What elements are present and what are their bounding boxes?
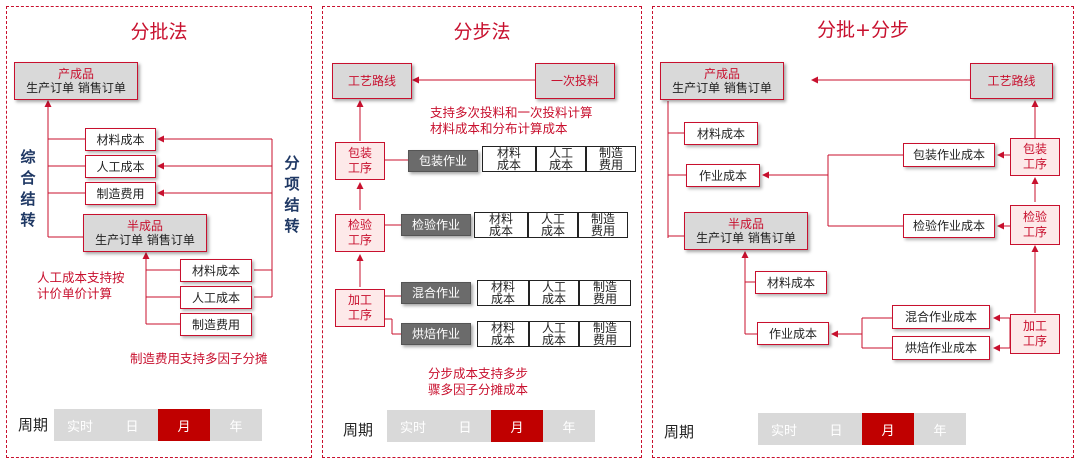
period-option-day[interactable]: 日 (106, 409, 158, 441)
cell-expense: 制造费用 (578, 212, 628, 238)
step-packaging: 包装工序 (1010, 138, 1060, 176)
period-option-realtime[interactable]: 实时 (54, 409, 106, 441)
period-option-year[interactable]: 年 (914, 413, 966, 445)
cell-labor: 人工成本 (528, 212, 578, 238)
semi-material-cost-box: 材料成本 (180, 259, 252, 282)
comprehensive-transfer-label: 综合 结转 (20, 148, 36, 229)
cell-material: 材料成本 (474, 212, 528, 238)
cell-material: 材料成本 (477, 321, 529, 347)
inspection-job-cost-box: 检验作业成本 (903, 214, 995, 238)
activity-cost-box: 作业成本 (686, 164, 760, 187)
panel-title: 分批法 (130, 21, 188, 43)
period-option-month[interactable]: 月 (862, 413, 914, 445)
material-cost-box: 材料成本 (85, 128, 156, 151)
finished-goods-title: 产成品 (57, 67, 94, 81)
step-inspection: 检验工序 (1010, 205, 1060, 245)
process-route-box: 工艺路线 (970, 63, 1053, 99)
step-packaging: 包装工序 (335, 142, 385, 180)
job-packaging: 包装作业 (408, 150, 478, 172)
finished-goods-orders: 生产订单 销售订单 (26, 81, 126, 95)
semi-activity-cost-box: 作业成本 (757, 322, 829, 345)
process-route-box: 工艺路线 (332, 63, 412, 99)
finished-goods-box: 产成品 生产订单 销售订单 (14, 62, 138, 100)
semi-labor-cost-box: 人工成本 (180, 286, 252, 309)
period-option-realtime[interactable]: 实时 (758, 413, 810, 445)
manufacturing-expense-box: 制造费用 (85, 182, 156, 205)
single-feed-box: 一次投料 (535, 63, 615, 99)
step-note: 分步成本支持多步骤多因子分摊成本 (428, 366, 529, 397)
cell-expense: 制造费用 (579, 321, 631, 347)
panel-step-method: 分步法 (322, 6, 642, 458)
packaging-job-cost-box: 包装作业成本 (903, 143, 995, 167)
panel-batch-step-method: 分批+分步 (652, 6, 1074, 458)
step-processing: 加工工序 (1010, 314, 1060, 354)
cell-labor: 人工成本 (529, 280, 579, 306)
period-label: 周期 (664, 423, 695, 441)
period-label: 周期 (343, 421, 374, 439)
semi-finished-box: 半成品 生产订单 销售订单 (83, 214, 207, 252)
period-label: 周期 (18, 416, 49, 434)
cell-expense: 制造费用 (579, 280, 631, 306)
labor-cost-box: 人工成本 (85, 155, 156, 178)
cell-labor: 人工成本 (529, 321, 579, 347)
semi-finished-box: 半成品 生产订单 销售订单 (684, 212, 808, 250)
panel-batch-method: 分批法 (6, 6, 312, 458)
cell-material: 材料成本 (482, 146, 536, 172)
period-option-year[interactable]: 年 (210, 409, 262, 441)
panel-title: 分批+分步 (817, 19, 909, 41)
job-inspection: 检验作业 (401, 214, 471, 236)
period-option-month[interactable]: 月 (491, 410, 543, 442)
step-processing: 加工工序 (335, 289, 385, 327)
semi-material-cost-box: 材料成本 (755, 271, 827, 294)
job-mixing: 混合作业 (401, 282, 471, 304)
cell-expense: 制造费用 (586, 146, 636, 172)
manufacturing-note: 制造费用支持多因子分摊 (130, 351, 268, 366)
period-option-month[interactable]: 月 (158, 409, 210, 441)
job-baking: 烘焙作业 (401, 323, 471, 345)
baking-job-cost-box: 烘焙作业成本 (892, 336, 990, 360)
mixing-job-cost-box: 混合作业成本 (892, 305, 990, 329)
step-inspection: 检验工序 (335, 214, 385, 252)
cell-material: 材料成本 (477, 280, 529, 306)
material-cost-box: 材料成本 (684, 122, 758, 145)
period-option-year[interactable]: 年 (543, 410, 595, 442)
period-option-day[interactable]: 日 (810, 413, 862, 445)
panel-title: 分步法 (453, 21, 511, 43)
cell-labor: 人工成本 (536, 146, 586, 172)
period-option-day[interactable]: 日 (439, 410, 491, 442)
semi-manufacturing-expense-box: 制造费用 (180, 313, 252, 336)
semi-finished-orders: 生产订单 销售订单 (95, 233, 195, 247)
itemized-transfer-label: 分项 结转 (284, 154, 300, 235)
period-option-realtime[interactable]: 实时 (387, 410, 439, 442)
labor-note: 人工成本支持按计价单价计算 (37, 270, 125, 301)
feed-note: 支持多次投料和一次投料计算材料成本和分布计算成本 (430, 105, 593, 136)
finished-goods-box: 产成品 生产订单 销售订单 (660, 62, 784, 100)
semi-finished-title: 半成品 (126, 219, 163, 233)
